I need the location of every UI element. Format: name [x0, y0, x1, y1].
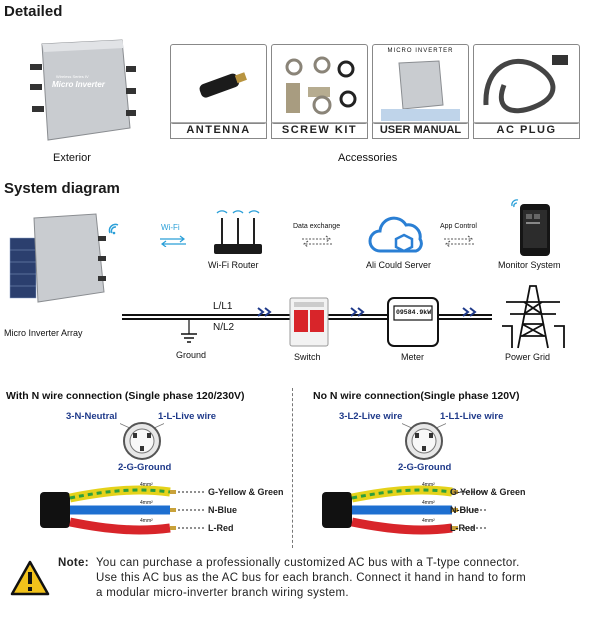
wire-label-ground-n: G-Yellow & Green: [208, 487, 284, 497]
connection-divider: [292, 388, 293, 548]
gauge-label-n-2: 4mm²: [140, 500, 153, 506]
wire-label-neutral-n: N-Blue: [208, 505, 237, 515]
antenna-card: [170, 44, 267, 124]
n-label: N/L2: [213, 322, 235, 333]
gauge-label-non-1: 4mm²: [422, 482, 435, 488]
detailed-heading: Detailed: [4, 3, 63, 20]
wifi-tag: Wi-Fi: [161, 223, 180, 232]
pin1-label-n: 1-L-Live wire: [158, 411, 217, 422]
pin2-label-non: 2-G-Ground: [398, 462, 452, 473]
inverter-array-image: [8, 212, 120, 312]
pin1-label-non: 1-L1-Live wire: [440, 411, 504, 422]
ground-symbol-icon: [178, 320, 200, 351]
data-exchange-arrow-icon: [300, 234, 334, 252]
manual-inner-title: MICRO INVERTER: [387, 48, 454, 54]
data-exchange-label: Data exchange: [293, 223, 341, 230]
router-icon: [208, 204, 268, 259]
ac-plug-caption: AC PLUG: [473, 122, 580, 139]
meter-label: Meter: [401, 352, 425, 362]
gauge-label-non-2: 4mm²: [422, 500, 435, 506]
cable-image-non: 4mm² 4mm² 4mm²: [322, 478, 522, 547]
gauge-label-n-3: 4mm²: [140, 518, 153, 524]
gauge-label-n-1: 4mm²: [140, 482, 153, 488]
wifi-double-arrow-icon: [158, 234, 188, 252]
exterior-caption: Exterior: [53, 152, 91, 164]
monitor-label: Monitor System: [498, 260, 561, 270]
user-manual-card: MICRO INVERTER: [372, 44, 469, 124]
flow-arrow-icon-2: [350, 304, 366, 322]
app-control-arrow-icon: [442, 234, 476, 252]
cloud-server-icon: [366, 215, 430, 262]
connector-face-icon-non: [391, 418, 457, 468]
user-manual-caption: USER MANUAL: [372, 122, 469, 139]
l1-label: L/L1: [213, 301, 233, 312]
flow-arrow-icon-3: [462, 304, 478, 322]
power-tower-icon: [498, 284, 568, 355]
phone-icon: [510, 198, 554, 265]
wifi-signal-icon: [108, 222, 122, 240]
app-control-label: App Control: [440, 223, 477, 230]
note-line-2: Use this AC bus as the AC bus for each b…: [96, 572, 526, 584]
connector-face-icon-n: [109, 418, 175, 468]
gauge-label-non-3: 4mm²: [422, 518, 435, 524]
meter-reading: 09584.9kW: [396, 309, 432, 316]
array-label: Micro Inverter Array: [4, 328, 83, 338]
connection-title-n: With N wire connection (Single phase 120…: [6, 390, 245, 402]
cable-image-n: 4mm² 4mm² 4mm²: [40, 478, 240, 547]
antenna-caption: ANTENNA: [170, 122, 267, 139]
warning-icon: [10, 560, 50, 601]
meter-icon: 09584.9kW: [386, 296, 440, 353]
switch-label: Switch: [294, 352, 321, 362]
wire-label-neutral-non: N-Blue: [450, 505, 479, 515]
screw-kit-card: [271, 44, 368, 124]
ground-label: Ground: [176, 350, 207, 360]
pin2-label-n: 2-G-Ground: [118, 462, 172, 473]
wire-label-ground-non: G-Yellow & Green: [450, 487, 526, 497]
exterior-inverter-image: Wireless Series IV Micro Inverter: [26, 36, 136, 146]
connection-title-non: No N wire connection(Single phase 120V): [313, 390, 520, 402]
accessories-caption: Accessories: [338, 152, 398, 164]
note-line-3: a modular micro-inverter branch wiring s…: [96, 587, 349, 599]
screw-kit-caption: SCREW KIT: [271, 122, 368, 139]
cloud-label: Ali Could Server: [366, 260, 432, 270]
pin3-label-n: 3-N-Neutral: [66, 411, 118, 422]
note-line-1: You can purchase a professionally custom…: [96, 557, 520, 569]
device-brand: Micro Inverter: [52, 80, 105, 89]
router-label: Wi-Fi Router: [208, 260, 259, 270]
wire-label-live-non: L-Red: [450, 523, 476, 533]
ac-plug-card: [473, 44, 580, 124]
pin3-label-non: 3-L2-Live wire: [339, 411, 403, 422]
wire-label-live-n: L-Red: [208, 523, 234, 533]
note-prefix: Note:: [58, 557, 89, 569]
flow-arrow-icon-1: [257, 304, 273, 322]
system-heading: System diagram: [4, 180, 120, 197]
grid-label: Power Grid: [505, 352, 551, 362]
device-subbrand: Wireless Series IV: [56, 74, 89, 79]
switch-icon: [286, 296, 332, 353]
